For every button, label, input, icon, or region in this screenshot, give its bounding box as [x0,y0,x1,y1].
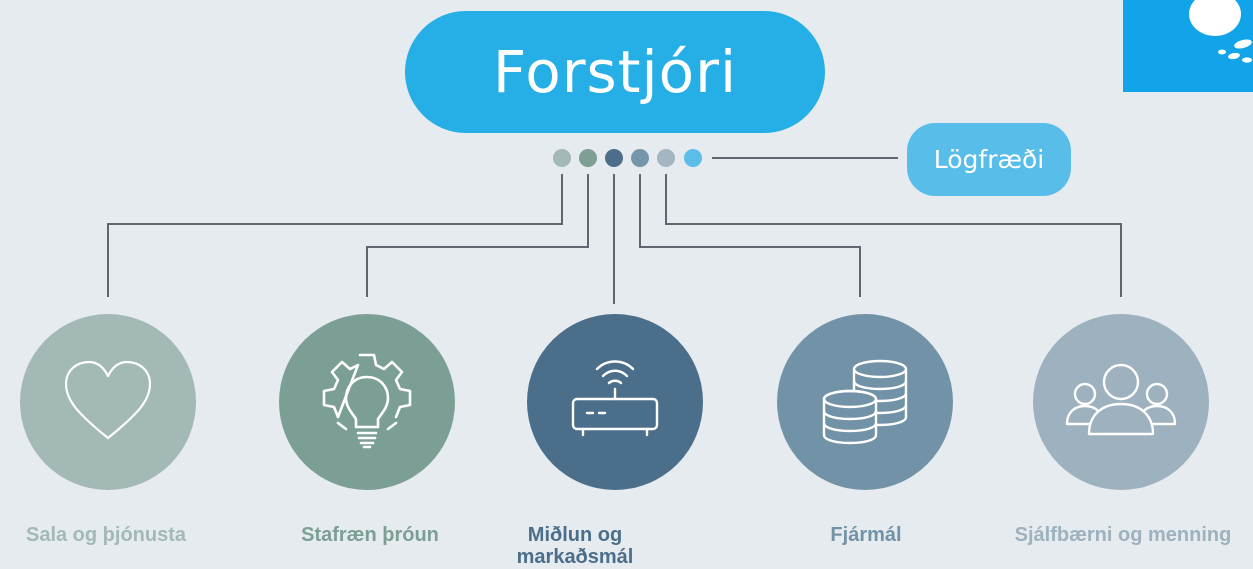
connector-fjarmal [639,174,861,297]
ceo-label: Forstjóri [492,38,738,106]
department-label-sala: Sala og þjónusta [25,524,187,546]
department-circle-sjalfbaerni [1033,314,1209,490]
company-logo [1123,0,1253,92]
connector-dot [605,149,623,167]
department-circle-sala [20,314,196,490]
people-group-icon [1065,363,1177,436]
department-circle-stafraen [279,314,455,490]
connector-dot [631,149,649,167]
department-label-fjarmal: Fjármál [830,524,902,546]
department-label-sjalfbaerni: Sjálfbærni og menning [1014,524,1232,546]
department-circle-fjarmal [777,314,953,490]
department-label-midlun: Miðlun og markaðsmál [516,524,634,568]
legal-label: Lögfræði [933,145,1045,174]
legal-box: Lögfræði [907,123,1071,196]
department-circle-midlun [527,314,703,490]
connector-dot [579,149,597,167]
connector-dot [684,149,702,167]
wifi-router-icon [571,360,659,437]
heart-icon [64,360,152,440]
company-logo-icon [1189,0,1252,63]
gear-lightbulb-icon [322,353,412,449]
coin-stacks-icon [822,359,908,445]
department-label-stafraen: Stafræn þróun [301,524,439,546]
connector-stafraen [366,174,589,297]
connector-dot [553,149,571,167]
connector-sjalfbaerni [665,174,1122,297]
ceo-box: Forstjóri [405,11,825,133]
connector-dot [657,149,675,167]
connector-sala [107,174,563,297]
